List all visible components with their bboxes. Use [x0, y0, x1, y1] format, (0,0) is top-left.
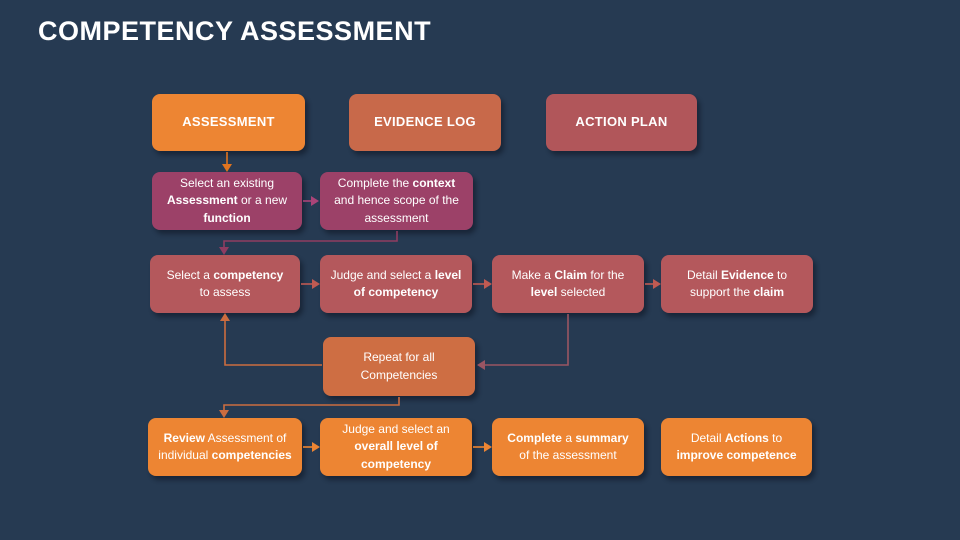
connector-assessment-to-select-assessment-arrow [222, 152, 232, 172]
arrowhead-up-icon [220, 313, 230, 321]
connector-select-assessment-to-complete-context-arrow [303, 196, 319, 206]
node-repeat-all-competencies-label: Repeat for all Competencies [360, 350, 438, 382]
node-judge-level: Judge and select a level of competency [320, 255, 472, 313]
connector-repeat-to-review-assessment-arrow [219, 397, 400, 418]
node-complete-context: Complete the context and hence scope of … [320, 172, 473, 230]
arrowhead-right-icon [312, 279, 320, 289]
connector-line [224, 320, 322, 366]
connector-repeat-to-select-competency-arrow [220, 313, 322, 366]
node-complete-summary: Complete a summary of the assessment [492, 418, 644, 476]
node-select-assessment-label: Select an existing Assessment or a new f… [166, 176, 288, 225]
connector-select-competency-to-judge-level-arrow [301, 279, 320, 289]
node-select-assessment: Select an existing Assessment or a new f… [152, 172, 302, 230]
node-make-claim: Make a Claim for the level selected [492, 255, 644, 313]
arrowhead-left-icon [477, 360, 485, 370]
node-header-action-plan: ACTION PLAN [546, 94, 697, 151]
connector-line [223, 231, 398, 248]
node-header-evidence-log-label: EVIDENCE LOG [374, 114, 476, 130]
arrowhead-right-icon [311, 196, 319, 206]
node-header-action-plan-label: ACTION PLAN [575, 114, 668, 130]
node-judge-overall-level-label: Judge and select an overall level of com… [342, 422, 450, 471]
arrowhead-right-icon [484, 279, 492, 289]
connector-make-claim-to-detail-evidence-arrow [645, 279, 661, 289]
page-title: COMPETENCY ASSESSMENT [38, 16, 432, 46]
connector-complete-context-to-select-competency-arrow [219, 231, 398, 255]
node-review-assessment-label: Review Assessment of individual competen… [158, 430, 292, 462]
node-header-assessment-label: ASSESSMENT [182, 114, 275, 130]
node-header-evidence-log: EVIDENCE LOG [349, 94, 501, 151]
connector-review-to-judge-overall-arrow [303, 442, 320, 452]
node-detail-evidence: Detail Evidence to support the claim [661, 255, 813, 313]
arrowhead-down-icon [219, 247, 229, 255]
node-detail-actions-label: Detail Actions to improve competence [676, 430, 797, 462]
node-detail-evidence-label: Detail Evidence to support the claim [686, 267, 788, 299]
node-complete-summary-label: Complete a summary of the assessment [507, 430, 629, 462]
connector-make-claim-to-repeat-arrow [477, 314, 569, 370]
connector-line [484, 314, 569, 366]
connector-judge-overall-to-complete-summary-arrow [473, 442, 492, 452]
node-repeat-all-competencies: Repeat for all Competencies [323, 337, 475, 396]
node-select-competency-label: Select a competency to assess [166, 267, 284, 299]
node-make-claim-label: Make a Claim for the level selected [511, 267, 625, 299]
arrowhead-down-icon [222, 164, 232, 172]
connector-judge-level-to-make-claim-arrow [473, 279, 492, 289]
arrowhead-right-icon [312, 442, 320, 452]
node-judge-overall-level: Judge and select an overall level of com… [320, 418, 472, 476]
node-review-assessment: Review Assessment of individual competen… [148, 418, 302, 476]
connector-line [223, 397, 400, 411]
node-judge-level-label: Judge and select a level of competency [330, 267, 462, 299]
arrowhead-down-icon [219, 410, 229, 418]
node-complete-context-label: Complete the context and hence scope of … [334, 176, 459, 225]
node-detail-actions: Detail Actions to improve competence [661, 418, 812, 476]
node-header-assessment: ASSESSMENT [152, 94, 305, 151]
node-select-competency: Select a competency to assess [150, 255, 300, 313]
arrowhead-right-icon [653, 279, 661, 289]
arrowhead-right-icon [484, 442, 492, 452]
